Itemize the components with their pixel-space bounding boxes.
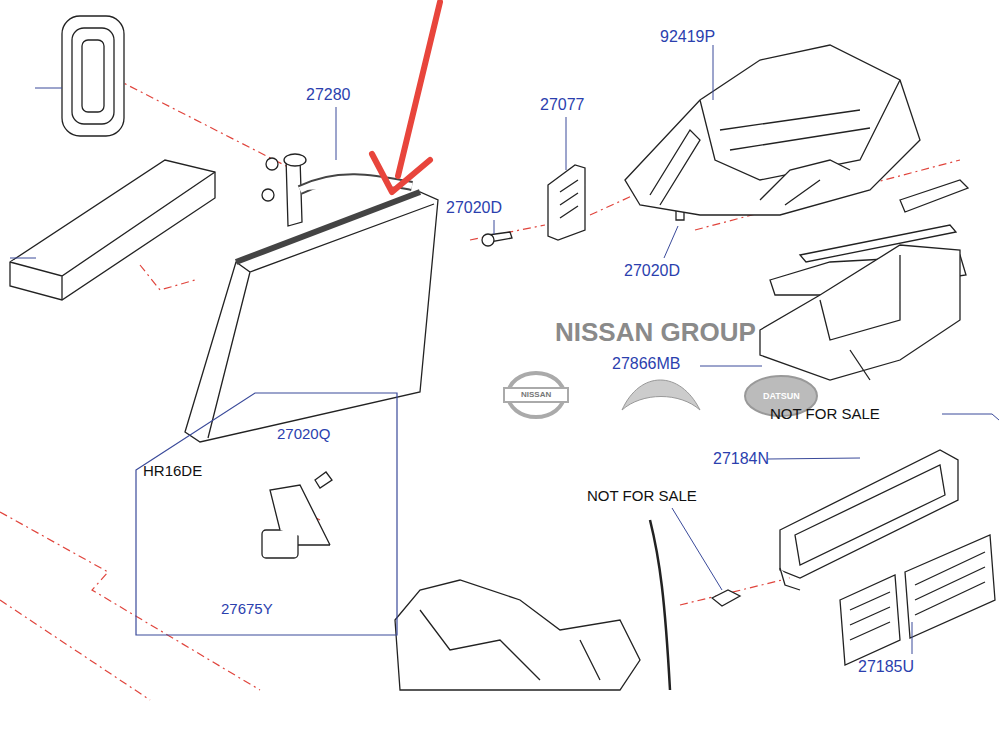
part-number: 92419P <box>660 28 715 46</box>
part-number: 27077 <box>540 96 585 114</box>
note: NOT FOR SALE <box>587 487 697 504</box>
part-number: 27866MB <box>612 355 681 373</box>
note: NOT FOR SALE <box>770 405 880 422</box>
engine-label: HR16DE <box>143 462 202 479</box>
part-number: 27020Q <box>277 425 330 442</box>
logo-text: DATSUN <box>763 391 800 401</box>
part-number: 27020D <box>624 262 680 280</box>
logo-text: NISSAN <box>521 390 551 399</box>
part-number: 27675Y <box>221 600 273 617</box>
part-number: 27280 <box>306 86 351 104</box>
part-number: 27020D <box>446 199 502 217</box>
part-number: 27184N <box>713 450 769 468</box>
variant-outline <box>135 392 398 636</box>
watermark: NISSAN GROUP <box>555 318 756 348</box>
part-number: 27185U <box>858 658 914 676</box>
variant-box: HR16DE 27020Q 27675Y <box>135 392 398 636</box>
